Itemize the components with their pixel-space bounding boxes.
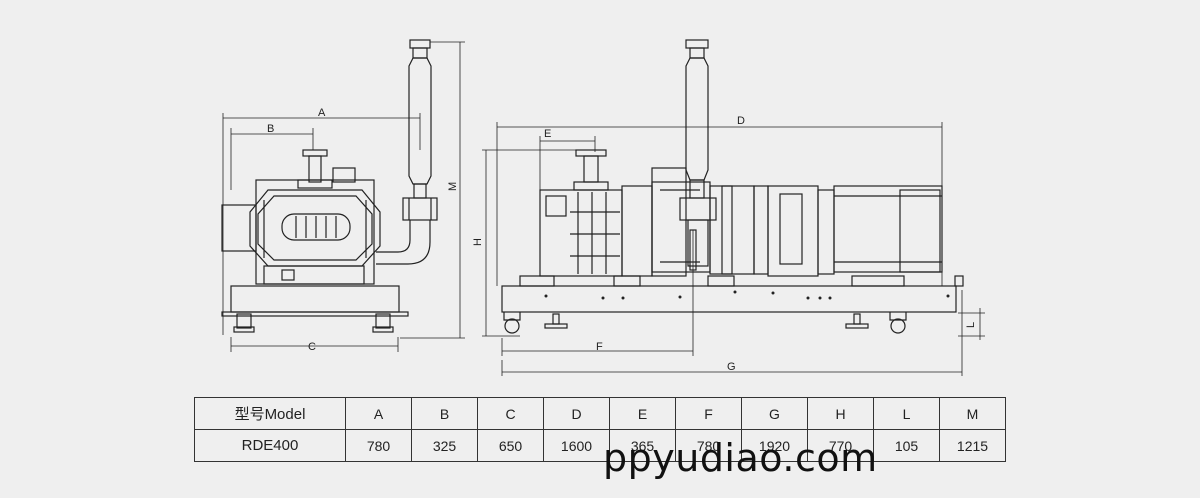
dim-label-b: B (267, 123, 274, 135)
dim-label-a: A (318, 107, 326, 119)
cell-c: 650 (477, 429, 544, 462)
cell-g: 1920 (741, 429, 808, 462)
header-cell-h: H (807, 397, 874, 430)
dim-label-h: H (472, 238, 484, 246)
header-cell-g: G (741, 397, 808, 430)
side-view (221, 39, 465, 352)
dim-label-e: E (544, 128, 551, 140)
header-cell-b: B (411, 397, 478, 430)
cell-f: 780 (675, 429, 742, 462)
header-cell-model: 型号Model (194, 397, 346, 430)
cell-e: 365 (609, 429, 676, 462)
table-header-row: 型号Model A B C D E F G H L M (194, 397, 1006, 430)
bolt-dots (544, 290, 950, 300)
dim-label-c: C (308, 341, 316, 353)
dim-label-d: D (737, 115, 745, 127)
cell-b: 325 (411, 429, 478, 462)
dim-label-l: L (965, 322, 977, 328)
cell-m: 1215 (939, 429, 1006, 462)
cell-d: 1600 (543, 429, 610, 462)
header-cell-f: F (675, 397, 742, 430)
cell-h: 770 (807, 429, 874, 462)
spec-table: 型号Model A B C D E F G H L M RDE400 780 3… (194, 397, 1006, 462)
header-cell-m: M (939, 397, 1006, 430)
header-cell-c: C (477, 397, 544, 430)
cell-l: 105 (873, 429, 940, 462)
cell-a: 780 (345, 429, 412, 462)
cell-model: RDE400 (194, 429, 346, 462)
dim-label-f: F (596, 341, 603, 353)
header-cell-l: L (873, 397, 940, 430)
dim-label-m: M (447, 182, 459, 191)
header-cell-d: D (543, 397, 610, 430)
dim-label-g: G (727, 361, 736, 373)
header-cell-a: A (345, 397, 412, 430)
header-cell-e: E (609, 397, 676, 430)
front-view (482, 39, 985, 376)
table-row: RDE400 780 325 650 1600 365 780 1920 770… (194, 429, 1006, 462)
watermark: ppyudiao.com (603, 436, 878, 480)
